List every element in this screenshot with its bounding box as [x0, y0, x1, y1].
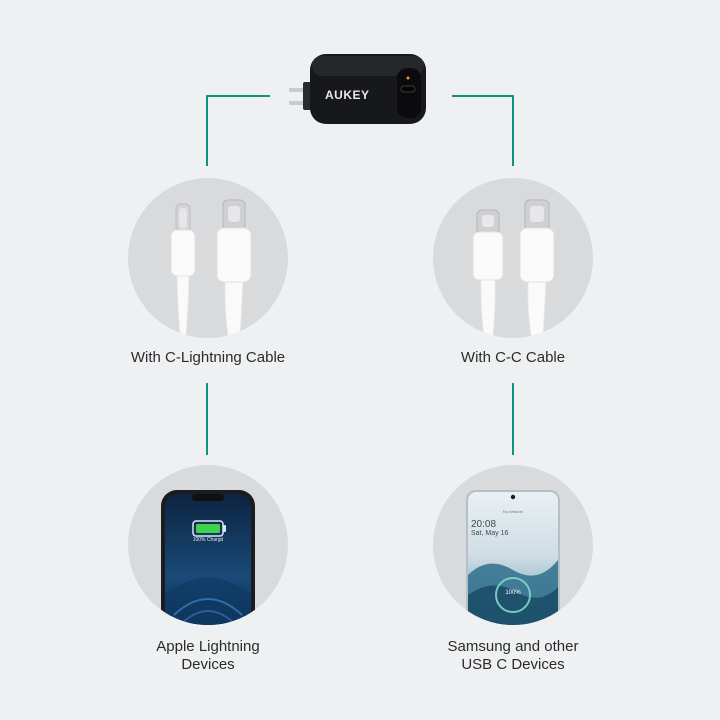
cable-c-lightning-circle [128, 178, 288, 338]
samsung-battery-text: 100% [505, 590, 521, 596]
samsung-device-circle: No network 20:08 Sat, May 16 100% [433, 465, 593, 625]
apple-devices-label: Apple Lightning Devices [100, 638, 316, 674]
c-c-cable-image [472, 199, 555, 338]
samsung-status-text: No network [502, 509, 524, 514]
option-c-lightning-label: With C-Lightning Cable [130, 349, 286, 366]
apple-devices-label-line1: Apple Lightning [156, 638, 260, 655]
apple-devices-label-line2: Devices [181, 656, 235, 673]
cable-c-c-circle [433, 178, 593, 338]
option-c-c-label: With C-C Cable [460, 349, 566, 366]
connector-charger-left [206, 95, 270, 166]
samsung-clock: 20:08 [471, 519, 497, 530]
connector-charger-right [452, 95, 514, 166]
charger-image: AUKEY [285, 48, 430, 128]
samsung-devices-label-line2: USB C Devices [461, 656, 565, 673]
samsung-devices-label-line1: Samsung and other [447, 638, 579, 655]
samsung-date: Sat, May 16 [471, 530, 509, 537]
c-lightning-cable-image [170, 199, 252, 338]
charger-brand-text: AUKEY [325, 88, 370, 102]
samsung-devices-label: Samsung and other USB C Devices [410, 638, 616, 674]
iphone-battery-text: 100% Chargd [192, 537, 224, 543]
samsung-phone-image [466, 490, 560, 625]
iphone-image [161, 490, 255, 625]
apple-device-circle: 100% Chargd [128, 465, 288, 625]
